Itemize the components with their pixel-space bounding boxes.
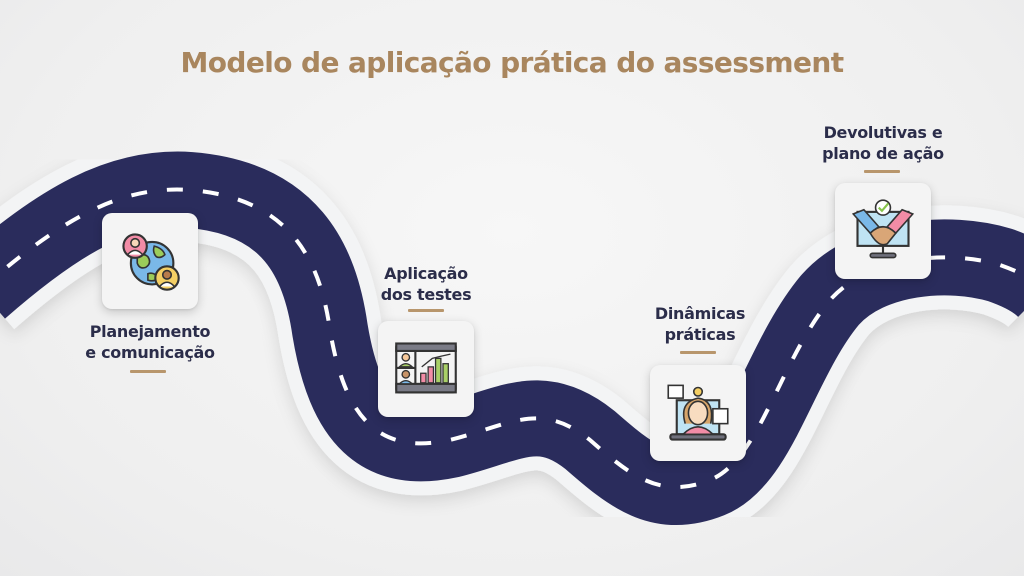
- globe-people-icon: [122, 233, 180, 291]
- step-card-dinamicas: [650, 365, 746, 461]
- handshake-monitor-icon: [851, 199, 915, 259]
- page-title: Modelo de aplicação prática do assessmen…: [180, 46, 844, 79]
- step-card-aplicacao: [378, 321, 474, 417]
- divider: [864, 170, 900, 173]
- step-label-devolutivas: Devolutivas e plano de ação: [822, 123, 944, 163]
- step-card-planejamento: [102, 213, 198, 309]
- presenter-laptop-icon: [667, 384, 729, 441]
- step-label-planejamento: Planejamento e comunicação: [85, 322, 215, 362]
- divider: [680, 351, 716, 354]
- video-call-chart-icon: [395, 342, 457, 394]
- step-card-devolutivas: [835, 183, 931, 279]
- step-label-dinamicas: Dinâmicas práticas: [654, 304, 746, 344]
- step-label-aplicacao: Aplicação dos testes: [380, 264, 472, 304]
- divider: [130, 370, 166, 373]
- divider: [408, 309, 444, 312]
